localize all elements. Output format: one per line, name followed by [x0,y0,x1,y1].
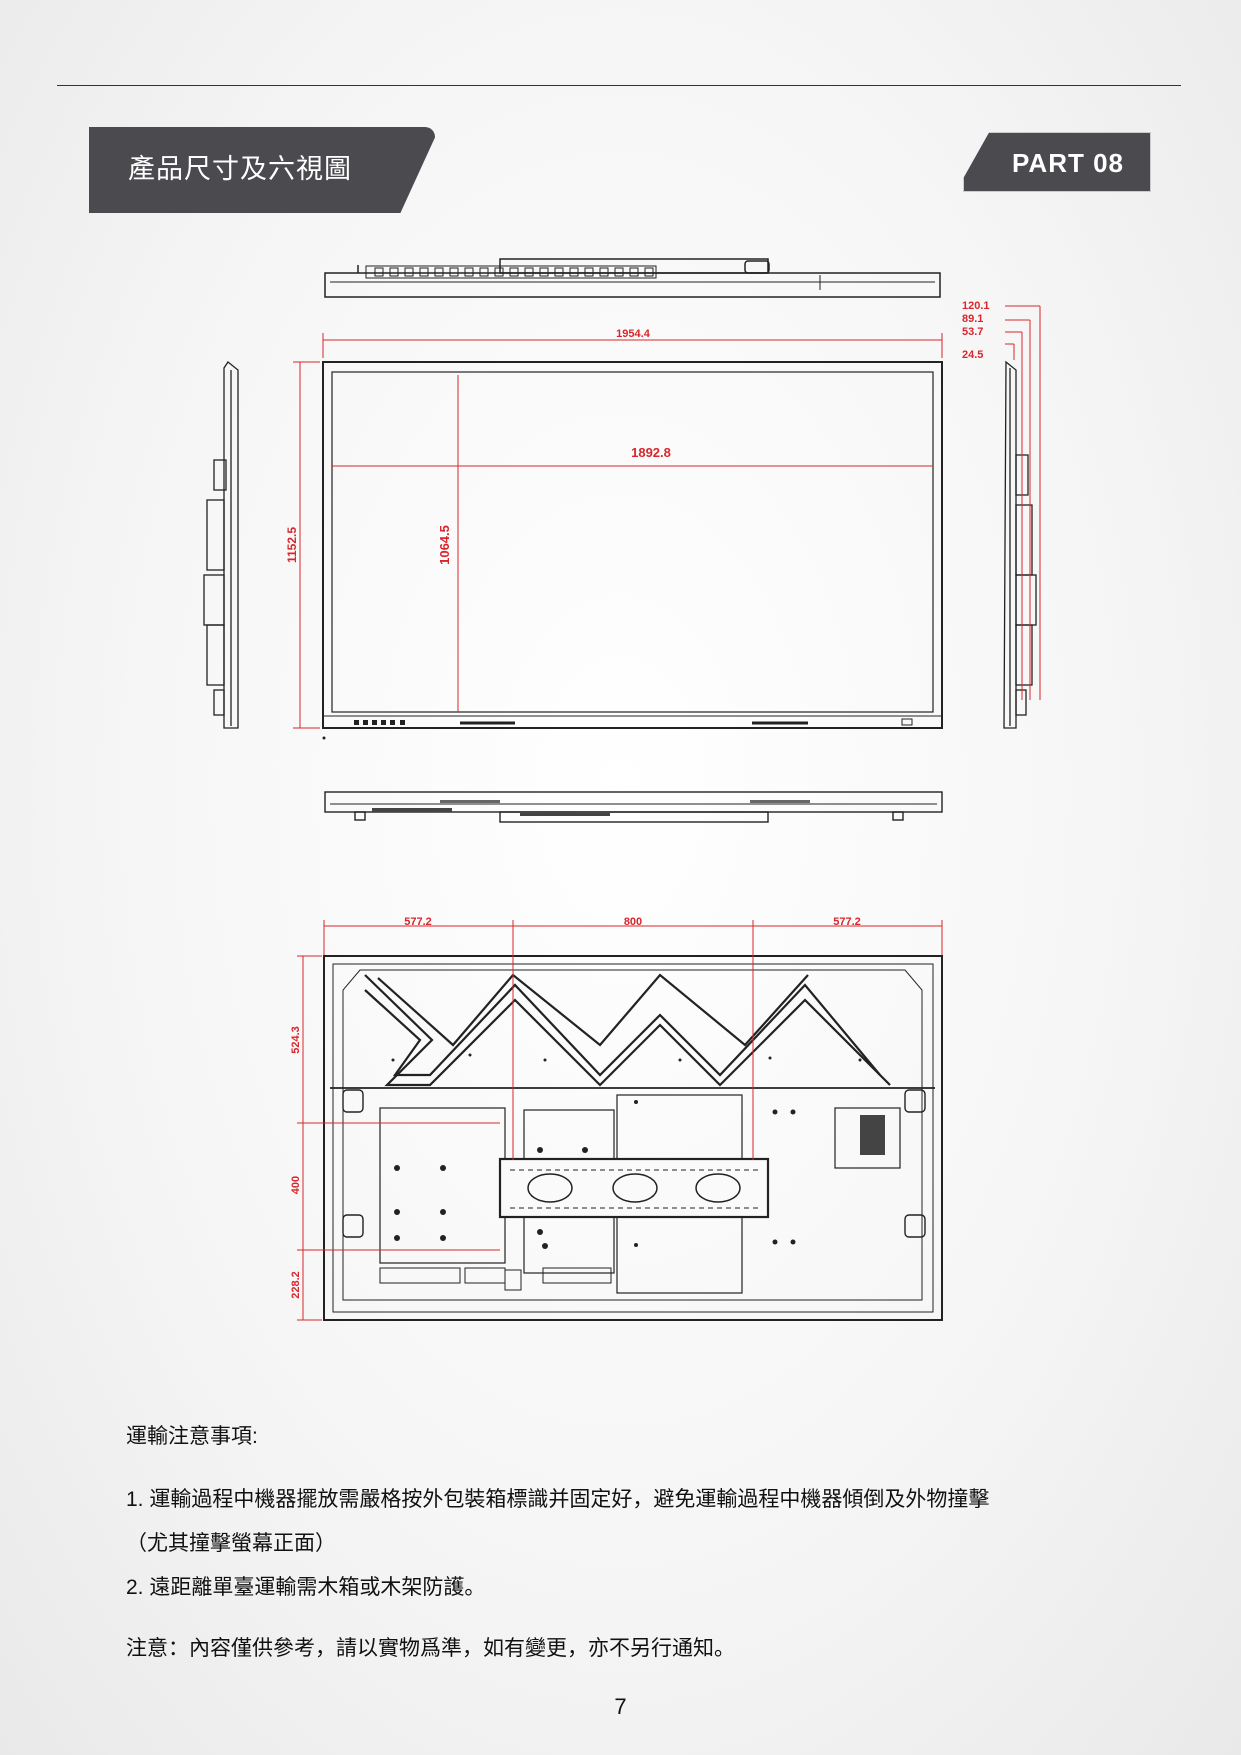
dimension-lines [293,305,1041,1321]
notes-heading: 運輸注意事項: [126,1425,258,1448]
right-side-view [1003,360,1037,729]
dim-depth-3: 53.7 [962,326,983,338]
dim-rear-center: 800 [624,916,642,928]
dim-rear-top: 524.3 [290,1026,302,1054]
dim-rear-right: 577.2 [833,916,861,928]
section-title: 產品尺寸及六視圖 [128,154,352,185]
bottom-view [324,791,943,823]
dim-rear-left: 577.2 [404,916,432,928]
dim-depth-2: 89.1 [962,313,983,325]
note-item-2: 2. 遠距離單臺運輸需木箱或木架防護。 [126,1576,486,1599]
dim-depth-4: 24.5 [962,349,983,361]
top-view [324,258,941,298]
dim-overall-height: 1152.5 [285,527,299,563]
rear-view [323,955,943,1321]
top-rule [57,85,1181,86]
part-badge [963,132,1151,192]
disclaimer: 注意：內容僅供參考，請以實物爲準，如有變更，亦不另行通知。 [126,1637,735,1660]
dim-overall-width: 1954.4 [616,328,651,340]
part-label: PART 08 [1012,148,1124,178]
front-view [322,361,943,740]
note-item-1-line-1: 1. 運輸過程中機器擺放需嚴格按外包裝箱標識并固定好，避免運輸過程中機器傾倒及外… [126,1488,990,1511]
dim-active-width: 1892.8 [631,445,671,460]
page-number: 7 [614,1694,627,1719]
left-side-view [203,361,239,729]
section-title-tab [89,127,435,213]
dim-rear-mid: 400 [290,1176,302,1194]
dimension-labels: 1954.4 1892.8 1152.5 1064.5 120.1 89.1 5… [285,300,990,1299]
technical-drawing: 1954.4 1892.8 1152.5 1064.5 120.1 89.1 5… [203,258,1041,1321]
dim-depth-total: 120.1 [962,300,990,312]
dim-active-height: 1064.5 [437,525,452,565]
note-item-1-line-2: （尤其撞擊螢幕正面） [126,1532,336,1555]
dim-rear-bottom: 228.2 [290,1271,302,1299]
